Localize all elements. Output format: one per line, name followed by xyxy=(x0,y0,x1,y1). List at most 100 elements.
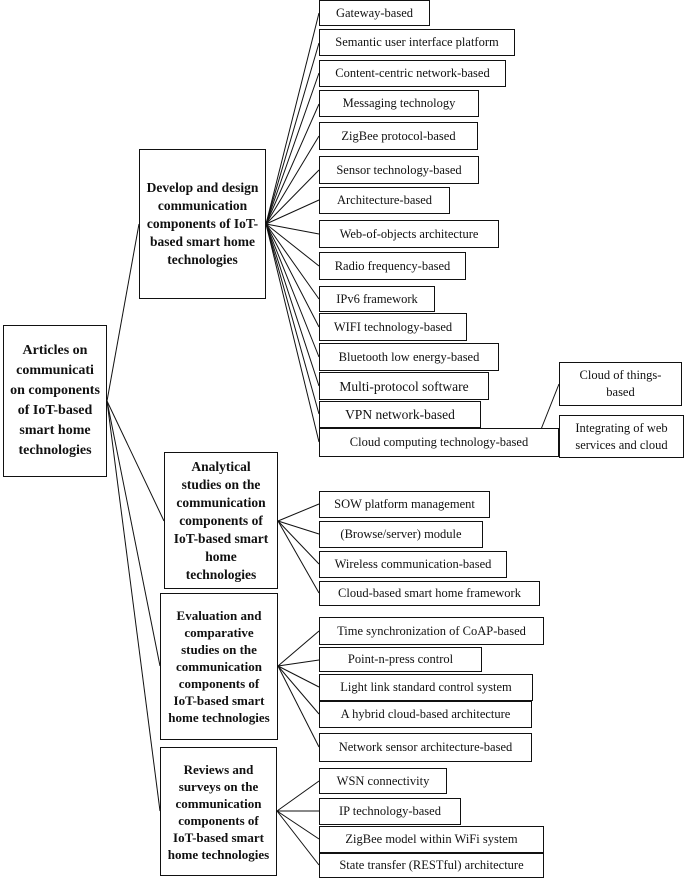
edge-branch3-leaf3 xyxy=(276,810,320,866)
subleaf-label: Integrating of web services and cloud xyxy=(575,420,668,452)
edge-branch3-leaf2 xyxy=(276,810,320,840)
leaf-label: ZigBee model within WiFi system xyxy=(345,832,518,846)
leaf-semantic-ui-platform: Semantic user interface platform xyxy=(319,29,515,56)
edge-branch2-leaf0 xyxy=(277,630,320,667)
edge-branch1-leaf1 xyxy=(277,520,320,535)
branch-develop-design: Develop and design communication compone… xyxy=(139,149,266,299)
edge-branch1-leaf3 xyxy=(277,520,320,594)
leaf-label: Light link standard control system xyxy=(340,680,512,694)
edge-root-branch-analytical xyxy=(106,400,165,522)
leaf-label: Sensor technology-based xyxy=(336,162,462,177)
leaf-web-of-objects: Web-of-objects architecture xyxy=(319,220,499,248)
leaf-hybrid-cloud-architecture: A hybrid cloud-based architecture xyxy=(319,701,532,728)
leaf-content-centric-network: Content-centric network-based xyxy=(319,60,506,87)
edge-branch0-leaf1 xyxy=(265,42,320,225)
leaf-sensor-technology: Sensor technology-based xyxy=(319,156,479,184)
leaf-vpn-network: VPN network-based xyxy=(319,401,481,428)
leaf-label: Bluetooth low energy-based xyxy=(338,349,480,364)
leaf-cloud-computing-technology: Cloud computing technology-based xyxy=(319,428,559,457)
leaf-label: Architecture-based xyxy=(336,193,433,207)
edge-branch2-leaf3 xyxy=(277,665,320,715)
leaf-gateway-based: Gateway-based xyxy=(319,0,430,26)
leaf-label: Cloud computing technology-based xyxy=(349,435,529,449)
leaf-bluetooth-low-energy: Bluetooth low energy-based xyxy=(319,343,499,371)
leaf-label: Messaging technology xyxy=(342,96,456,110)
leaf-label: Web-of-objects architecture xyxy=(339,226,479,241)
edge-branch1-leaf2 xyxy=(277,520,320,565)
branch-analytical-studies: Analytical studies on the communication … xyxy=(164,452,278,589)
edge-branch0-leaf10 xyxy=(265,223,320,328)
leaf-label: IP technology-based xyxy=(339,804,441,818)
leaf-zigbee-protocol: ZigBee protocol-based xyxy=(319,122,478,150)
edge-root-branch-evaluation xyxy=(106,400,161,667)
leaf-label: IPv6 framework xyxy=(336,291,418,306)
branch-reviews-surveys: Reviews and surveys on the communication… xyxy=(160,747,277,876)
leaf-label: Cloud-based smart home framework xyxy=(338,586,521,600)
leaf-light-link-standard: Light link standard control system xyxy=(319,674,533,701)
leaf-label: Multi-protocol software xyxy=(339,378,469,394)
edge-branch0-leaf4 xyxy=(265,135,320,225)
branch-label: Develop and design communication compone… xyxy=(146,180,259,267)
edge-branch1-leaf0 xyxy=(277,503,320,522)
edge-branch0-leaf14 xyxy=(265,223,320,443)
leaf-label: WSN connectivity xyxy=(336,773,430,788)
leaf-label: WIFI technology-based xyxy=(333,319,453,334)
subleaf-cloud-of-things: Cloud of things-based xyxy=(559,362,682,406)
branch-evaluation-comparative: Evaluation and comparative studies on th… xyxy=(160,593,278,740)
leaf-time-sync-coap: Time synchronization of CoAP-based xyxy=(319,617,544,645)
edge-branch2-leaf4 xyxy=(277,665,320,748)
edge-branch0-leaf0 xyxy=(265,12,320,225)
leaf-ipv6-framework: IPv6 framework xyxy=(319,286,435,312)
edge-branch2-leaf1 xyxy=(277,659,320,667)
edge-branch2-leaf2 xyxy=(277,665,320,688)
leaf-messaging-technology: Messaging technology xyxy=(319,90,479,117)
leaf-restful-architecture: State transfer (RESTful) architecture xyxy=(319,853,544,878)
leaf-wifi-technology: WIFI technology-based xyxy=(319,313,467,341)
edge-root-branch-develop xyxy=(106,223,140,402)
leaf-point-n-press: Point-n-press control xyxy=(319,647,482,672)
leaf-label: Time synchronization of CoAP-based xyxy=(337,623,526,638)
leaf-architecture-based: Architecture-based xyxy=(319,187,450,214)
edge-branch0-leaf2 xyxy=(265,72,320,225)
leaf-browse-server-module: (Browse/server) module xyxy=(319,521,483,548)
subleaf-label: Cloud of things-based xyxy=(579,368,662,399)
edge-branch0-leaf13 xyxy=(265,223,320,415)
leaf-label: Network sensor architecture-based xyxy=(338,740,513,754)
leaf-label: Point-n-press control xyxy=(347,652,454,666)
leaf-wireless-communication: Wireless communication-based xyxy=(319,551,507,578)
leaf-radio-frequency: Radio frequency-based xyxy=(319,252,466,280)
leaf-wsn-connectivity: WSN connectivity xyxy=(319,768,447,794)
leaf-label: Wireless communication-based xyxy=(334,557,492,571)
edge-branch0-leaf12 xyxy=(265,223,320,387)
edge-branch0-leaf11 xyxy=(265,223,320,358)
branch-label: Evaluation and comparative studies on th… xyxy=(168,608,270,725)
leaf-label: ZigBee protocol-based xyxy=(341,128,456,143)
root-node-label: Articles on communicati on components of… xyxy=(10,343,100,458)
leaf-label: Content-centric network-based xyxy=(335,66,490,80)
branch-label: Reviews and surveys on the communication… xyxy=(167,761,270,862)
leaf-sow-platform: SOW platform management xyxy=(319,491,490,518)
leaf-network-sensor-architecture: Network sensor architecture-based xyxy=(319,733,532,762)
leaf-label: Semantic user interface platform xyxy=(335,35,499,49)
leaf-label: SOW platform management xyxy=(334,497,475,511)
branch-label: Analytical studies on the communication … xyxy=(173,458,269,582)
leaf-label: State transfer (RESTful) architecture xyxy=(339,858,524,872)
edge-branch0-leaf6 xyxy=(265,199,320,225)
leaf-zigbee-model-wifi: ZigBee model within WiFi system xyxy=(319,826,544,853)
leaf-label: A hybrid cloud-based architecture xyxy=(340,707,511,721)
edge-root-branch-reviews xyxy=(106,400,161,812)
leaf-ip-technology: IP technology-based xyxy=(319,798,461,825)
edge-branch0-leaf8 xyxy=(265,223,320,267)
subleaf-integrating-web-services: Integrating of web services and cloud xyxy=(559,415,684,458)
edge-branch0-leaf9 xyxy=(265,223,320,300)
leaf-label: (Browse/server) module xyxy=(340,527,462,541)
edge-branch0-leaf7 xyxy=(265,223,320,235)
edge-branch0-leaf3 xyxy=(265,103,320,225)
leaf-label: Radio frequency-based xyxy=(334,258,451,273)
root-node: Articles on communicati on components of… xyxy=(3,325,107,477)
leaf-label: VPN network-based xyxy=(345,407,455,422)
leaf-multi-protocol-software: Multi-protocol software xyxy=(319,372,489,400)
leaf-cloud-smart-home-framework: Cloud-based smart home framework xyxy=(319,581,540,606)
